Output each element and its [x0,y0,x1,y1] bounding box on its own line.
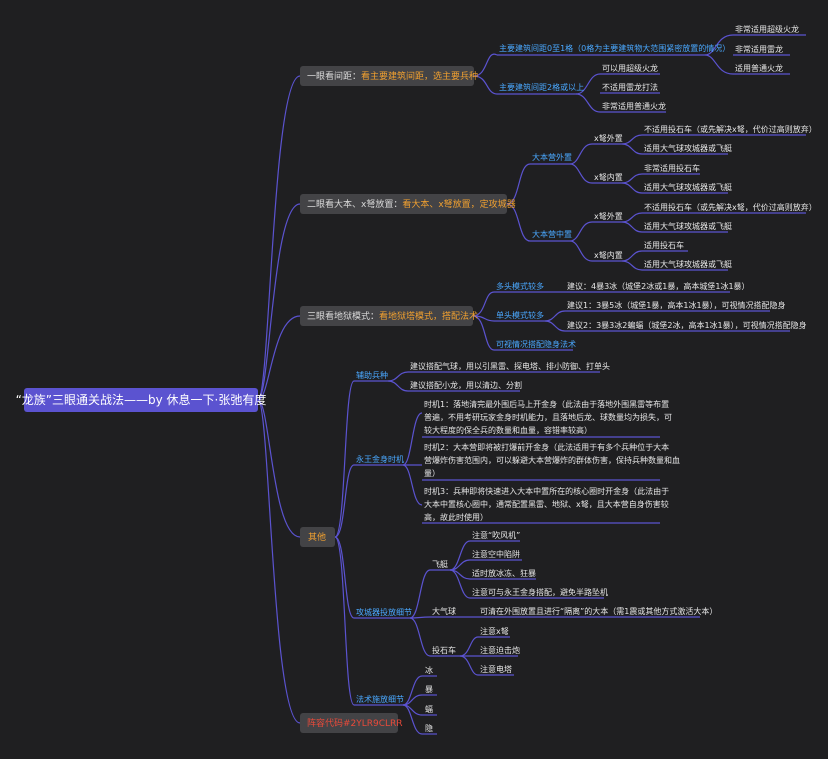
leaf[interactable]: 非常适用普通火龙 [602,101,666,111]
leaf[interactable]: 注意“吹风机” [472,530,520,540]
leaf[interactable]: 适用普通火龙 [735,63,783,73]
branch-3-text: 看地狱塔模式，搭配法术 [379,310,478,322]
airship[interactable]: 飞艇 [432,559,448,569]
branch-node-1[interactable]: 一眼看间距：看主要建筑间距，选主要兵种 [300,66,478,86]
leaf-underlines [354,34,806,735]
leaf[interactable]: 注意x弩 [480,626,509,636]
stone-thrower[interactable]: 投石车 [432,645,456,655]
spacing-0-1[interactable]: 主要建筑间距0至1格（0格为主要建筑物大范围紧密放置的情况） [499,43,730,53]
leaf[interactable]: 可以用超级火龙 [602,63,658,73]
branch-node-5[interactable]: 阵容代码#2YLR9CLRR [300,713,403,733]
warden-timing[interactable]: 永王金身时机 [356,454,404,464]
leaf[interactable]: 冰 [425,665,433,675]
branch-4-details: 辅助兵种 建议搭配气球，用以引黑雷、探电塔、排小防御、打单头 建议搭配小龙，用以… [356,361,717,733]
leaf[interactable]: 适用大气球攻城器或飞艇 [644,221,732,231]
timing-2[interactable]: 时机2：大本营即将被打爆前开金身（此法适用于有多个兵种位于大本 营爆炸伤害范围内… [424,442,683,478]
invisibility-option[interactable]: 可视情况搭配隐身法术 [496,339,576,349]
leaf[interactable]: 非常适用超级火龙 [735,24,799,34]
leaf[interactable]: 注意可与永王金身搭配，避免半路坠机 [472,587,608,597]
spacing-2-plus[interactable]: 主要建筑间距2格或以上 [499,82,584,92]
leaf[interactable]: 不适用雷龙打法 [602,82,658,92]
branch-1-lead: 一眼看间距： [307,70,361,82]
leaf[interactable]: 建议搭配气球，用以引黑雷、探电塔、排小防御、打单头 [410,361,610,371]
aux-troops[interactable]: 辅助兵种 [356,370,388,380]
xbow-inside[interactable]: x弩内置 [594,250,623,260]
leaf[interactable]: 隐 [425,723,433,733]
leaf[interactable]: 适时放冰冻、狂暴 [472,568,536,578]
multi-mode[interactable]: 多头模式较多 [496,281,544,291]
branch-node-3[interactable]: 三眼看地狱模式：看地狱塔模式，搭配法术 [300,306,478,326]
branch-node-2[interactable]: 二眼看大本、x弩放置：看大本、x弩放置，定攻城器 [300,194,516,214]
leaf[interactable]: 注意迫击炮 [480,645,520,655]
branch-node-4[interactable]: 其他 [300,527,335,547]
xbow-inside[interactable]: x弩内置 [594,172,623,182]
leaf[interactable]: 可清在外围放置且进行“隔离”的大本（需1震或其他方式激活大本） [480,606,717,616]
spell-details[interactable]: 法术施放细节 [356,694,404,704]
th-middle[interactable]: 大本营中置 [532,229,572,239]
single-mode[interactable]: 单头模式较多 [496,310,544,320]
branch-2-text: 看大本、x弩放置，定攻城器 [402,198,515,210]
leaf[interactable]: 适用投石车 [644,240,684,250]
branch-3-lead: 三眼看地狱模式： [307,310,379,322]
branch-4-text: 其他 [308,531,326,543]
leaf[interactable]: 建议：4暴3冰（城堡2冰或1暴，高本城堡1冰1暴） [567,281,750,291]
branch-1-text: 看主要建筑间距，选主要兵种 [361,70,478,82]
branch-2-details: 大本营外置 大本营中置 x弩外置 x弩内置 x弩外置 x弩内置 不适用投石车（或… [532,124,817,269]
root-node[interactable]: “龙族”三眼通关战法——by 休息一下·张弛有度 [16,388,267,412]
branch-1-details: 主要建筑间距0至1格（0格为主要建筑物大范围紧密放置的情况） 非常适用超级火龙 … [499,24,799,111]
leaf[interactable]: 建议2：3暴3冰2蝙蝠（城堡2冰，高本1冰1暴），可视情况搭配隐身 [567,320,807,330]
leaf[interactable]: 建议1：3暴5冰（城堡1暴，高本1冰1暴），可视情况搭配隐身 [567,300,786,310]
siege-details[interactable]: 攻城器投放细节 [356,607,412,617]
svg-text:其他: 其他 [308,531,326,543]
leaf[interactable]: 适用大气球攻城器或飞艇 [644,182,732,192]
svg-text:三眼看地狱模式：看地狱塔模式，搭配法术: 三眼看地狱模式：看地狱塔模式，搭配法术 [307,310,478,322]
svg-text:二眼看大本、x弩放置：看大本、x弩放置，定攻城器: 二眼看大本、x弩放置：看大本、x弩放置，定攻城器 [307,198,516,210]
leaf[interactable]: 建议搭配小龙，用以清边、分割 [410,380,522,390]
root-label: “龙族”三眼通关战法——by 休息一下·张弛有度 [16,392,267,407]
leaf[interactable]: 不适用投石车（或先解决x弩，代价过高则放弃） [644,124,817,134]
timing-3[interactable]: 时机3：兵种即将快速进入大本中置所在的核心圈时开金身（此法由于 大本中置核心圈中… [424,486,672,522]
th-outside[interactable]: 大本营外置 [532,152,572,162]
leaf[interactable]: 注意电塔 [480,664,512,674]
leaf[interactable]: 不适用投石车（或先解决x弩，代价过高则放弃） [644,202,817,212]
leaf[interactable]: 蝠 [425,704,433,714]
balloon[interactable]: 大气球 [432,606,456,616]
leaf[interactable]: 暴 [425,685,433,694]
leaf[interactable]: 适用大气球攻城器或飞艇 [644,143,732,153]
leaf[interactable]: 适用大气球攻城器或飞艇 [644,259,732,269]
xbow-outside[interactable]: x弩外置 [594,211,623,221]
branch-2-lead: 二眼看大本、x弩放置： [307,198,402,210]
timing-1[interactable]: 时机1：落地清完最外围后马上开金身（此法由于落地外围黑雷等布置 普遍，不用考研玩… [424,399,675,435]
xbow-outside[interactable]: x弩外置 [594,133,623,143]
svg-text:一眼看间距：看主要建筑间距，选主要兵种: 一眼看间距：看主要建筑间距，选主要兵种 [307,70,478,82]
branch-5-text: 阵容代码#2YLR9CLRR [307,717,403,729]
leaf[interactable]: 注意空中陷阱 [472,549,520,559]
leaf[interactable]: 非常适用雷龙 [735,44,783,54]
leaf[interactable]: 非常适用投石车 [644,163,700,173]
edges [257,34,734,735]
branch-3-details: 多头模式较多 单头模式较多 可视情况搭配隐身法术 建议：4暴3冰（城堡2冰或1暴… [496,281,807,349]
